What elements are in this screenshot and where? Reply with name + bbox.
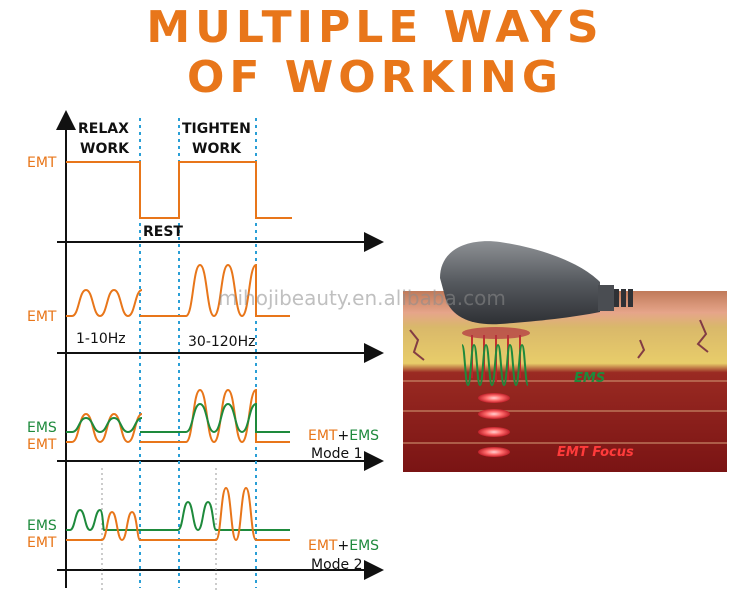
handpiece-head bbox=[440, 241, 633, 339]
panel2-emt-label: EMT bbox=[27, 309, 57, 325]
emt-frequency-waveform bbox=[66, 263, 290, 318]
illustration-ems-label: EMS bbox=[574, 371, 605, 386]
mode1-ems-word: EMS bbox=[349, 428, 379, 444]
mode2-plus: + bbox=[337, 538, 349, 554]
handpiece-on-tissue-icon: EMS EMT Focus bbox=[403, 241, 727, 472]
high-frequency-label: 30-120Hz bbox=[188, 334, 255, 350]
ems-pulse-lines bbox=[461, 343, 529, 387]
panel4-emt-label: EMT bbox=[27, 535, 57, 551]
panel3-emt-label: EMT bbox=[27, 437, 57, 453]
mode1-emt-waveform bbox=[66, 388, 290, 444]
panel3-ems-label: EMS bbox=[27, 420, 57, 436]
mode1-plus: + bbox=[337, 428, 349, 444]
illustration-emt-focus-label: EMT Focus bbox=[557, 445, 634, 460]
mode1-name: Mode 1 bbox=[311, 446, 363, 462]
relax-label-1: RELAX bbox=[78, 121, 129, 137]
emt-relax-tighten-waveform bbox=[66, 161, 292, 219]
emt-focus-spots bbox=[478, 393, 510, 457]
tighten-label-1: TIGHTEN bbox=[182, 121, 251, 137]
rest-label: REST bbox=[143, 224, 183, 240]
panel4-ems-label: EMS bbox=[27, 518, 57, 534]
mode1-emt-word: EMT bbox=[308, 428, 338, 444]
mode1-combo-label: EMT+EMS bbox=[308, 428, 379, 444]
watermark: mihojibeauty.en.alibaba.com bbox=[218, 286, 506, 310]
mode2-emt-word: EMT bbox=[308, 538, 338, 554]
title-line-1: MULTIPLE WAYS bbox=[146, 2, 604, 53]
axes bbox=[56, 110, 384, 588]
mode2-ems-waveform bbox=[66, 500, 290, 532]
relax-label-2: WORK bbox=[80, 141, 130, 157]
mode2-ems-word: EMS bbox=[349, 538, 379, 554]
mode2-combo-label: EMT+EMS bbox=[308, 538, 379, 554]
vessels-decoration bbox=[409, 319, 709, 361]
mode1-ems-waveform bbox=[66, 402, 290, 434]
mode2-name: Mode 2 bbox=[311, 557, 363, 573]
tighten-label-2: WORK bbox=[192, 141, 242, 157]
title-line-2: OF WORKING bbox=[186, 52, 563, 103]
panel1-emt-label: EMT bbox=[27, 155, 57, 171]
mode2-emt-waveform bbox=[66, 486, 290, 542]
low-frequency-label: 1-10Hz bbox=[76, 331, 126, 347]
